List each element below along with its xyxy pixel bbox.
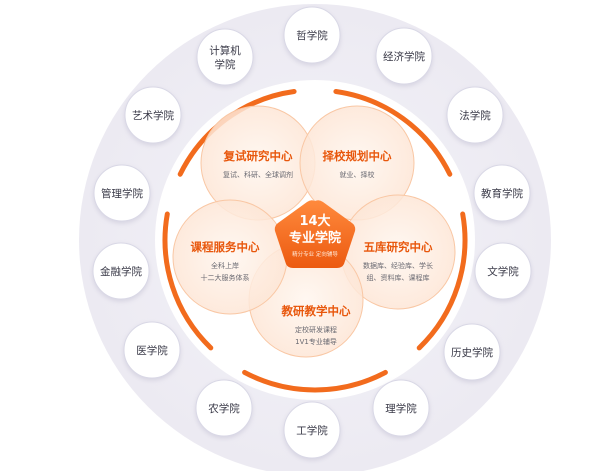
research-center-title: 教研教学中心 — [281, 304, 351, 318]
orange-arc-segment — [416, 211, 468, 351]
college-label: 文学院 — [487, 265, 519, 278]
college-label: 医学院 — [136, 344, 168, 357]
college-node: 管理学院 — [93, 164, 151, 222]
research-center-desc: 数据库、经验库、学长 — [363, 261, 433, 270]
college-label: 农学院 — [208, 402, 240, 415]
college-node: 理学院 — [372, 379, 430, 437]
research-center-title: 复试研究中心 — [223, 149, 293, 163]
college-circle — [123, 321, 181, 379]
college-label: 理学院 — [385, 402, 417, 415]
research-center-title: 五库研究中心 — [364, 240, 433, 254]
research-center-desc: 就业、择校 — [340, 170, 375, 179]
college-label: 教育学院 — [481, 187, 523, 200]
college-circle — [446, 86, 504, 144]
college-circle — [92, 242, 150, 300]
orange-arc-segment — [333, 89, 453, 177]
research-center-desc: 组、资料库、课程库 — [367, 273, 430, 282]
college-node: 哲学院 — [283, 6, 341, 64]
college-label: 法学院 — [459, 109, 491, 122]
college-circle — [124, 86, 182, 144]
research-centers: 复试研究中心复试、科研、全球调剂择校规划中心就业、择校五库研究中心数据库、经验库… — [191, 149, 434, 346]
college-label: 金融学院 — [100, 265, 142, 278]
college-node: 经济学院 — [375, 27, 433, 85]
college-node: 历史学院 — [443, 323, 501, 381]
college-node: 文学院 — [474, 242, 532, 300]
college-circle — [196, 28, 254, 86]
college-label: 工学院 — [296, 424, 328, 437]
college-label: 历史学院 — [451, 346, 493, 359]
research-center-desc: 十二大服务体系 — [201, 273, 250, 282]
college-label: 管理学院 — [101, 187, 143, 200]
center-pentagon — [274, 200, 356, 268]
college-label: 学院 — [215, 58, 236, 71]
college-label: 哲学院 — [296, 29, 328, 42]
college-circle — [443, 323, 501, 381]
college-label: 计算机 — [209, 44, 241, 57]
college-circle — [195, 379, 253, 437]
research-center-desc: 1V1专业辅导 — [295, 337, 337, 346]
venn-circles — [172, 105, 456, 358]
college-node: 教育学院 — [473, 164, 531, 222]
orange-arc-segment — [162, 211, 214, 351]
college-node: 艺术学院 — [124, 86, 182, 144]
college-circle — [375, 27, 433, 85]
college-circle — [283, 6, 341, 64]
center-text: 14大 专业学院 精分专业 定向辅导 — [289, 213, 341, 258]
research-center-desc: 复试、科研、全球调剂 — [223, 170, 293, 179]
college-circle — [93, 164, 151, 222]
college-node: 医学院 — [123, 321, 181, 379]
college-circle — [473, 164, 531, 222]
college-node: 农学院 — [195, 379, 253, 437]
research-center-title: 课程服务中心 — [191, 240, 260, 254]
research-center-desc: 定校研发课程 — [295, 325, 337, 334]
college-label: 艺术学院 — [132, 109, 174, 122]
college-circle — [372, 379, 430, 437]
center-title-line1: 14大 — [299, 213, 330, 229]
college-circle — [474, 242, 532, 300]
college-node: 工学院 — [283, 401, 341, 459]
college-node: 金融学院 — [92, 242, 150, 300]
college-node: 法学院 — [446, 86, 504, 144]
research-center-desc: 全科上岸 — [211, 261, 239, 270]
center-subtitle: 精分专业 定向辅导 — [292, 250, 338, 258]
college-label: 经济学院 — [383, 50, 425, 63]
venn-circle — [172, 199, 288, 315]
orange-arc-segment — [242, 369, 388, 393]
research-center-title: 择校规划中心 — [323, 149, 392, 163]
center-title-line2: 专业学院 — [289, 230, 341, 246]
college-circle — [283, 401, 341, 459]
